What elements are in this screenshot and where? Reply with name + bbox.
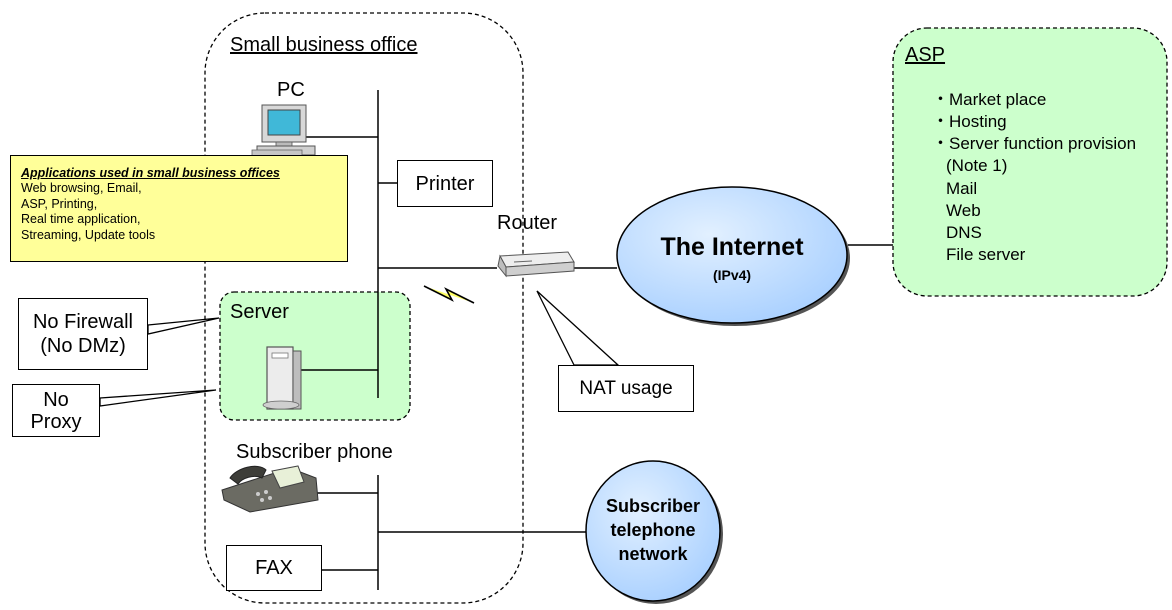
- wireless-lightning: [423, 285, 475, 304]
- asp-item: ・Market place: [932, 90, 1047, 109]
- asp-zone: [892, 27, 1168, 297]
- internet-name: The Internet: [660, 233, 804, 261]
- fax-box: FAX: [226, 545, 322, 591]
- router-icon: [497, 251, 575, 278]
- applications-title: Applications used in small business offi…: [21, 166, 280, 180]
- no-firewall-callout: No Firewall (No DMz): [18, 298, 148, 370]
- applications-note: Applications used in small business offi…: [10, 155, 348, 262]
- server-icon: [262, 346, 302, 410]
- asp-item: DNS: [946, 223, 982, 242]
- applications-line: Web browsing, Email,: [21, 181, 142, 195]
- office-boundary: [204, 12, 524, 604]
- applications-line: Real time application,: [21, 212, 141, 226]
- no-firewall-text: No Firewall: [32, 311, 134, 333]
- printer-box: Printer: [397, 160, 493, 207]
- router-label: Router: [497, 212, 558, 234]
- telephone-network-line: telephone: [610, 520, 696, 540]
- proxy-callout-tail: [99, 389, 217, 407]
- pc-icon: [251, 104, 316, 157]
- telephone-network-line: Subscriber: [605, 496, 701, 516]
- server-label: Server: [230, 301, 289, 323]
- nat-usage-callout: NAT usage: [558, 365, 694, 412]
- phone-icon: [221, 465, 319, 513]
- no-dmz-text: (No DMz): [40, 335, 126, 357]
- pc-label: PC: [277, 79, 305, 101]
- telephone-network-label: Subscriber telephone network: [586, 494, 720, 566]
- subscriber-phone-label: Subscriber phone: [236, 441, 393, 463]
- applications-line: ASP, Printing,: [21, 196, 98, 211]
- asp-item: Mail: [946, 179, 978, 198]
- telephone-network-ellipse: [585, 460, 721, 602]
- asp-item: (Note 1): [946, 156, 1008, 175]
- internet-protocol: (IPv4): [712, 267, 752, 283]
- asp-item: Web: [946, 201, 981, 220]
- proxy-text: Proxy: [30, 410, 82, 433]
- asp-title: ASP: [905, 44, 946, 66]
- no-proxy-callout: No Proxy: [12, 384, 100, 437]
- telephone-network-line: network: [618, 544, 688, 564]
- nat-callout-tail: [536, 290, 620, 366]
- firewall-callout-tail: [147, 317, 220, 335]
- no-text: No: [43, 388, 69, 411]
- asp-item: File server: [946, 245, 1026, 264]
- asp-item: ・Hosting: [932, 112, 1007, 131]
- office-label: Small business office: [230, 34, 418, 56]
- applications-line: Streaming, Update tools: [21, 227, 156, 242]
- internet-ellipse: [616, 186, 848, 324]
- asp-item: ・Server function provision: [932, 134, 1137, 153]
